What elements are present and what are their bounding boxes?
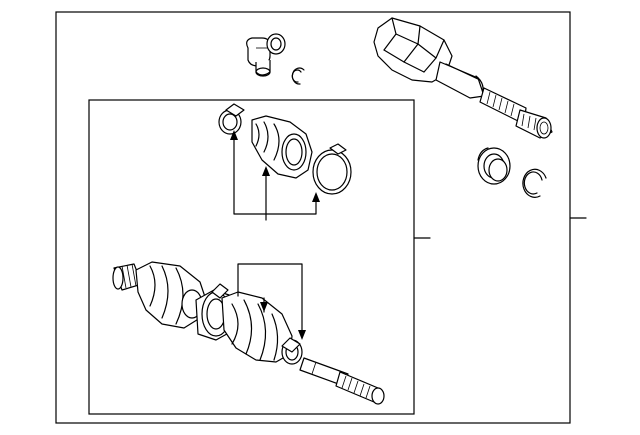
- snap-ring-top: [291, 67, 305, 85]
- callout-bracket-top: [230, 130, 320, 221]
- inner-frame: [88, 99, 415, 415]
- outer-joint-assembly: [373, 17, 553, 139]
- snap-ring-right: [522, 168, 547, 198]
- callout-bracket-bottom: [237, 263, 306, 340]
- boot-clamp-small: [218, 103, 245, 135]
- elbow-fitting-part: [246, 33, 286, 77]
- boot-clamp-large: [312, 143, 352, 195]
- boot-small: [251, 115, 313, 179]
- drive-shaft-assembly: [112, 261, 385, 405]
- bearing-ring: [477, 147, 511, 185]
